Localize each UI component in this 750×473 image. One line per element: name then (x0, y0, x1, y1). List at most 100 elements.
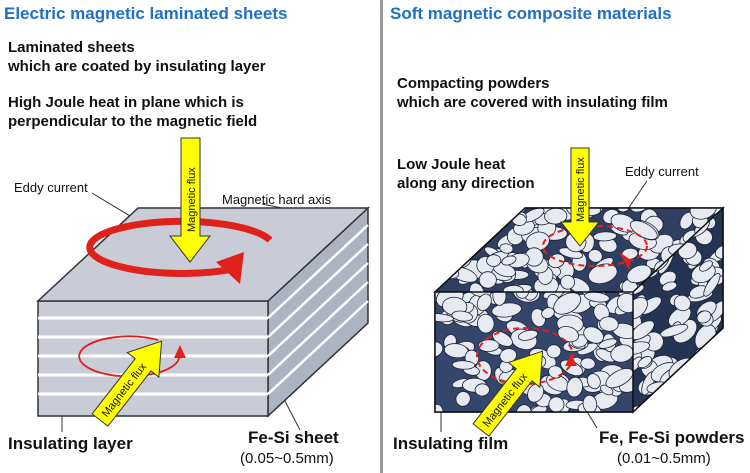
insulating-layer-line (267, 224, 369, 319)
powder-grain (492, 292, 507, 306)
powder-grain (582, 394, 598, 412)
powder-grain (711, 362, 723, 387)
powder-grain (714, 369, 723, 388)
hard-axis-label: Magnetic hard axis (222, 192, 332, 207)
powder-grain (470, 228, 485, 242)
description-line: perpendicular to the magnetic field (8, 113, 258, 130)
flux-label-top: Magnetic flux (575, 157, 587, 222)
powder-grain (517, 329, 539, 341)
powder-grain (583, 326, 604, 344)
panel-laminated: Electric magnetic laminated sheets Lamin… (4, 4, 370, 467)
composite-cube-illustration: Magnetic flux Magnetic flux (433, 147, 725, 437)
panel-composite: Soft magnetic composite materials Compac… (385, 0, 750, 473)
powder-grain (501, 255, 517, 266)
powder-grain (435, 229, 449, 246)
powder-grain (469, 208, 494, 221)
insulating-layer-label: Insulating layer (8, 434, 133, 453)
description-line: Compacting powders (397, 75, 550, 92)
powder-size-label: (0.01~0.5mm) (617, 450, 711, 467)
powder-grain (468, 208, 494, 228)
eddy-current-top (542, 225, 648, 267)
powder-grain (560, 274, 576, 290)
magnetic-flux-arrow-top (168, 137, 212, 263)
powder-grain (616, 208, 631, 213)
powder-grain (689, 402, 711, 412)
powder-grain (477, 313, 495, 334)
powder-grain (587, 249, 603, 263)
powder-grain (435, 404, 444, 412)
description-line: which are coated by insulating layer (8, 58, 266, 75)
powder-grain (451, 360, 476, 370)
powder-grain (456, 243, 477, 254)
insulating-film-label: Insulating film (393, 434, 509, 453)
powder-grain (637, 356, 653, 369)
powder-grain (673, 391, 689, 410)
eddy-current-label: Eddy current (625, 164, 699, 179)
flux-arrow-shape (472, 350, 544, 437)
powder-grain (648, 400, 665, 412)
description-line: along any direction (397, 175, 535, 192)
powder-grain (450, 208, 472, 219)
powder-grain (451, 208, 467, 219)
eddy-current-front-arrowhead (565, 354, 577, 366)
eddy-current-arrowhead (216, 252, 244, 284)
eddy-current-front (78, 335, 181, 378)
powder-grain (689, 208, 717, 220)
powder-grain (661, 281, 678, 292)
description-line: Laminated sheets (8, 39, 135, 56)
magnetic-flux-arrow-top (559, 147, 601, 247)
powder-grain (633, 320, 655, 341)
powder-grain (502, 284, 524, 292)
powder-grain (478, 271, 497, 289)
powder-grain (713, 343, 723, 363)
powder-grain (692, 400, 712, 412)
powder-grain (530, 404, 548, 412)
eddy-current-label: Eddy current (14, 180, 88, 195)
powder-grain (703, 272, 721, 297)
panel-divider (380, 0, 383, 473)
powder-grain (435, 243, 455, 264)
powder-grain (450, 224, 471, 242)
powder-grain (671, 397, 686, 412)
powder-grain (626, 264, 652, 284)
insulating-layer-line (267, 300, 369, 395)
powder-grain (451, 240, 478, 251)
powder-grain (474, 383, 490, 397)
eddy-current-arrowhead (619, 252, 631, 270)
powder-grain (435, 341, 444, 358)
powder-grain (435, 241, 454, 259)
powder-grain (470, 208, 495, 212)
description-line: High Joule heat in plane which is (8, 94, 244, 111)
powder-grain (451, 310, 473, 322)
panel-title: Electric magnetic laminated sheets (4, 4, 288, 23)
powder-grain (553, 292, 582, 315)
powder-grain (491, 302, 522, 318)
powder-grain (699, 260, 713, 272)
flux-label-top: Magnetic flux (186, 167, 198, 232)
insulating-layer-line (267, 243, 369, 338)
powder-grain (457, 234, 474, 249)
powder-grain (435, 224, 445, 244)
powder-grain (592, 231, 618, 242)
flux-arrow-shape (91, 340, 163, 427)
powder-grain (475, 212, 491, 226)
powder-grain (450, 208, 470, 229)
powder-grain (666, 391, 682, 407)
powder-grain (586, 373, 601, 390)
powder-grain (696, 310, 712, 324)
powder-grain (599, 316, 619, 332)
powder-grain (673, 294, 691, 312)
powder-grain (566, 376, 583, 398)
powder-grain (477, 339, 500, 352)
description-line: which are covered with insulating film (397, 94, 668, 111)
powder-grain (435, 209, 449, 225)
insulating-layer-line (267, 281, 369, 376)
fe-si-sheet-label: Fe-Si sheet (248, 428, 339, 447)
powder-grain (633, 297, 648, 320)
powder-grain (588, 263, 618, 285)
powder-grain (459, 208, 488, 227)
powder-grain (471, 208, 500, 222)
powder-grain (457, 208, 485, 212)
powder-grain (515, 292, 530, 299)
